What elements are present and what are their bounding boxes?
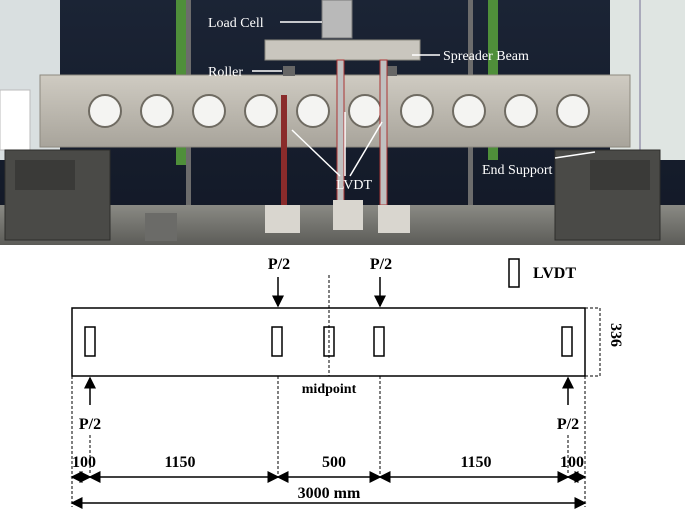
leader-line (554, 151, 596, 159)
lvdt-marker (271, 326, 283, 357)
test-setup-photo: Load Cell Spreader Beam Roller LVDT End … (0, 0, 685, 245)
photo-label-spreader-beam: Spreader Beam (443, 49, 529, 64)
web-openings (88, 94, 590, 128)
lvdt-marker (373, 326, 385, 357)
dim-label-segment-1: 100 (72, 454, 96, 471)
spreader-beam (264, 39, 421, 61)
lvdt-marker (561, 326, 573, 357)
web-opening (192, 94, 226, 128)
web-opening (556, 94, 590, 128)
roller (385, 66, 397, 76)
dim-label-segment-2: 1150 (164, 454, 195, 471)
lvdt-rod (379, 59, 388, 206)
midpoint-label: midpoint (302, 382, 357, 397)
reaction-label-left: P/2 (79, 416, 101, 433)
leader-line (349, 121, 383, 177)
legend-lvdt-symbol (508, 258, 520, 288)
support-detail (590, 160, 650, 190)
photo-label-end-support: End Support (482, 163, 553, 178)
schematic-canvas: 336 LVDT P/2 P/2 midpoint P/2 P/2 100 11… (70, 256, 624, 509)
web-opening (244, 94, 278, 128)
lvdt-stand (265, 205, 300, 233)
perforated-beam (39, 74, 631, 148)
lvdt-rod (281, 95, 287, 205)
photo-label-load-cell: Load Cell (208, 16, 264, 31)
load-cell (321, 0, 353, 39)
roller (283, 66, 295, 76)
dim-label-segment-3: 500 (322, 454, 346, 471)
floor-block (145, 213, 177, 241)
total-length-label: 3000 mm (298, 485, 361, 502)
radiator-left (0, 89, 31, 151)
legend-lvdt-label: LVDT (533, 265, 576, 282)
reaction-label-right: P/2 (557, 416, 579, 433)
beam-depth-label: 336 (607, 323, 624, 347)
support-detail (15, 160, 75, 190)
photo-label-lvdt: LVDT (336, 178, 372, 193)
lvdt-stand (333, 200, 363, 230)
lvdt-stand (378, 205, 410, 233)
photo-label-roller: Roller (208, 65, 243, 80)
web-opening (400, 94, 434, 128)
dim-label-segment-4: 1150 (460, 454, 491, 471)
lvdt-marker (84, 326, 96, 357)
loading-schematic: 336 LVDT P/2 P/2 midpoint P/2 P/2 100 11… (0, 245, 685, 510)
web-opening (348, 94, 382, 128)
dim-label-segment-5: 100 (560, 454, 584, 471)
leader-line (291, 129, 341, 177)
web-opening (140, 94, 174, 128)
load-label-top-right: P/2 (370, 256, 392, 273)
web-opening (88, 94, 122, 128)
web-opening (504, 94, 538, 128)
web-opening (296, 94, 330, 128)
load-label-top-left: P/2 (268, 256, 290, 273)
web-opening (452, 94, 486, 128)
photo-canvas: Load Cell Spreader Beam Roller LVDT End … (0, 0, 685, 245)
